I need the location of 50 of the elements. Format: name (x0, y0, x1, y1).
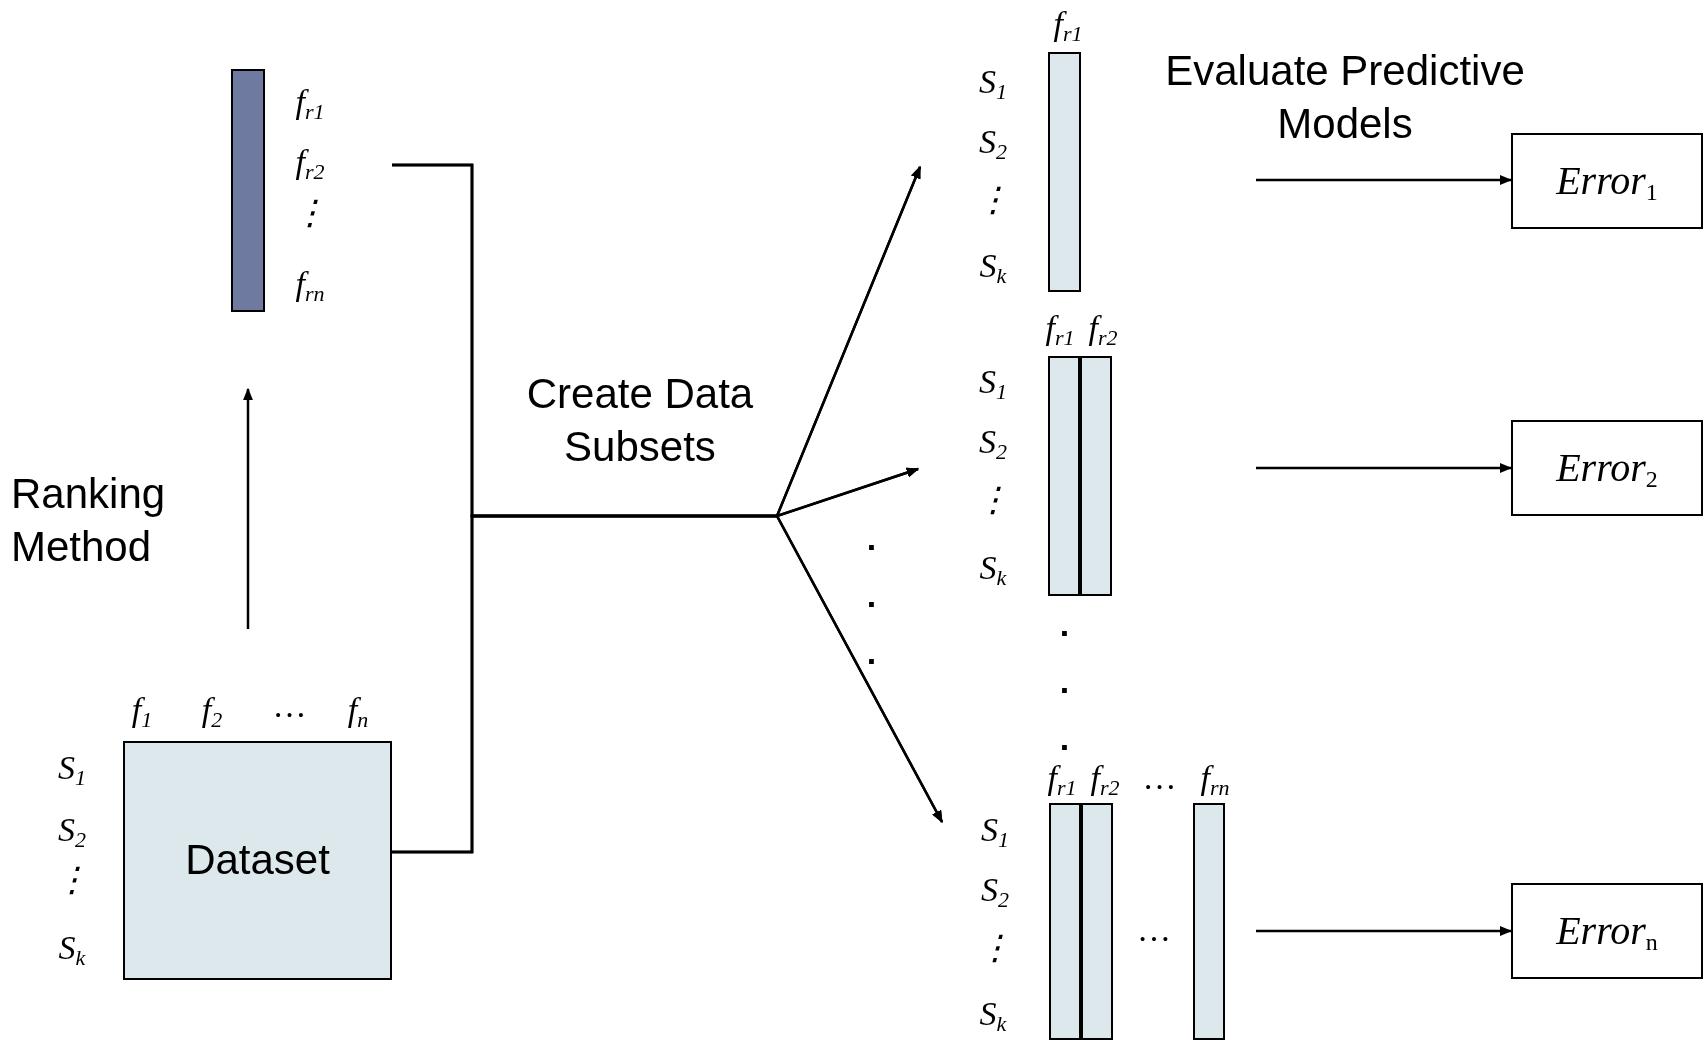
feature-label: ⋮ (976, 483, 1010, 517)
ranking-bar (231, 69, 265, 312)
feature-label: f$_{r2}$ (1090, 761, 1120, 799)
ellipsis-dots: ... (865, 518, 878, 673)
step-label: Create Data Subsets (525, 369, 755, 472)
dataset-label: Dataset (185, 835, 330, 886)
feature-label: f$_{r1}$ (1053, 7, 1083, 45)
feature-label: … (274, 689, 306, 723)
error-box (1511, 133, 1703, 229)
ellipsis: … (1137, 913, 1171, 947)
error-box (1511, 883, 1703, 979)
dataset-box (123, 741, 392, 980)
feature-label: f$_{r1}$ (1045, 311, 1075, 349)
feature-label: f$_{1}$ (131, 693, 153, 731)
feature-label: ⋮ (978, 931, 1012, 965)
feature-label: S$_{2}$ (979, 425, 1007, 463)
feature-label: f$_{rn}$ (295, 267, 325, 305)
arrow (1256, 175, 1513, 185)
feature-label: … (1144, 761, 1176, 795)
feature-label: S$_{1}$ (979, 65, 1007, 103)
error-box (1511, 420, 1703, 516)
error-label: Error$_{1}$ (1556, 156, 1658, 206)
feature-label: S$_{2}$ (979, 125, 1007, 163)
feature-label: f$_{2}$ (201, 693, 223, 731)
feature-label: S$_{2}$ (58, 813, 86, 851)
ellipsis-dots: ... (1058, 604, 1071, 759)
step-label: Ranking Method (11, 469, 167, 572)
feature-label: S$_{1}$ (58, 751, 86, 789)
feature-label: f$_{rn}$ (1200, 761, 1230, 799)
arrow (1256, 926, 1513, 936)
feature-label: ⋮ (55, 863, 89, 897)
arrow (1256, 463, 1513, 473)
feature-label: ⋮ (293, 196, 327, 230)
error-label: Error$_{n}$ (1556, 906, 1658, 956)
feature-label: f$_{r1}$ (1047, 761, 1077, 799)
feature-label: S$_{k}$ (979, 249, 1007, 287)
feature-label: ⋮ (976, 183, 1010, 217)
feature-label: S$_{k}$ (58, 931, 86, 969)
feature-label: f$_{n}$ (347, 693, 369, 731)
feature-label: S$_{k}$ (979, 551, 1007, 589)
arrow (243, 387, 253, 629)
feature-label: S$_{2}$ (981, 873, 1009, 911)
feature-label: f$_{r2}$ (1088, 311, 1118, 349)
step-label: Evaluate Predictive Models (1164, 46, 1526, 149)
feature-label: f$_{r1}$ (295, 85, 325, 123)
feature-label: S$_{k}$ (979, 997, 1007, 1035)
feature-label: f$_{r2}$ (295, 145, 325, 183)
error-label: Error$_{2}$ (1556, 443, 1658, 493)
feature-label: S$_{1}$ (981, 813, 1009, 851)
feature-label: S$_{1}$ (979, 365, 1007, 403)
